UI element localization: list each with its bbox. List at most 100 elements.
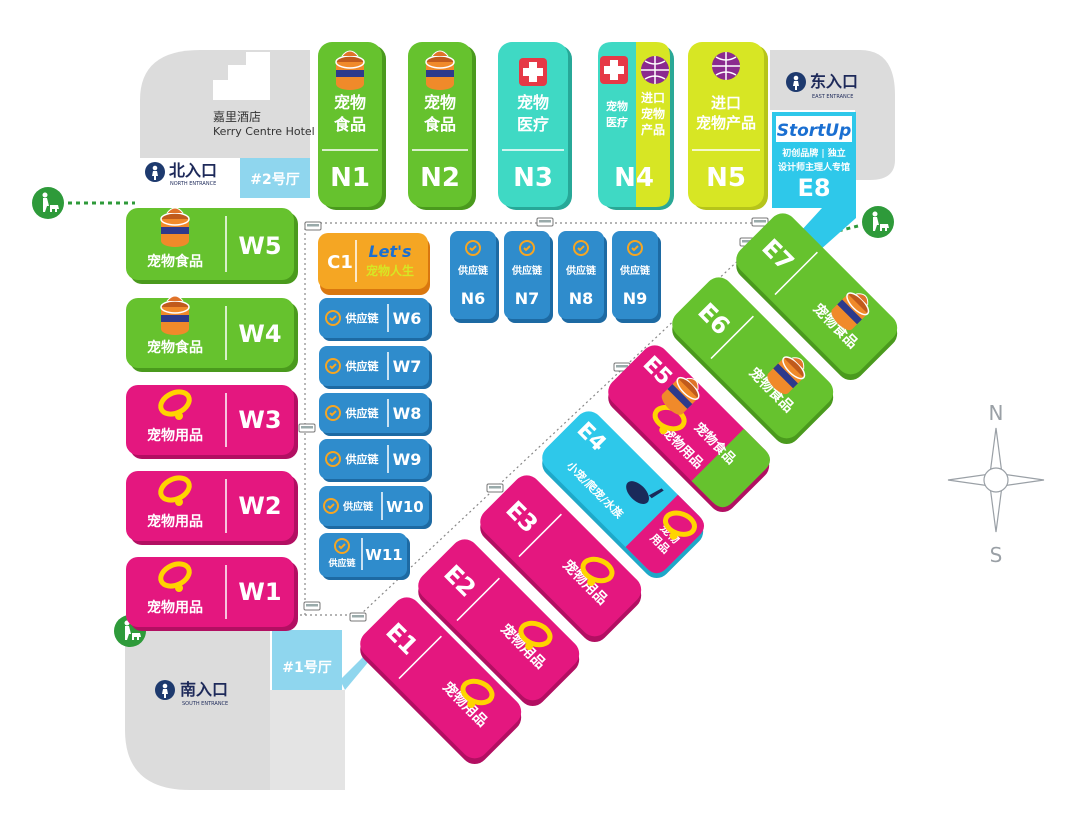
hall-N5[interactable]: 进口 宠物产品 N5 [688,42,768,210]
medical-cross-icon [519,58,547,86]
hall-W7[interactable]: 供应链 W7 [319,346,432,389]
hall-category-label: 供应链 [345,452,380,466]
hall-W4[interactable]: 宠物食品 W4 [126,295,298,372]
hall-1[interactable]: #1号厅 [272,630,370,690]
hall-W9[interactable]: 供应链 W9 [319,439,432,482]
hall-2[interactable]: #2号厅 [240,158,310,198]
hall-N3[interactable]: 宠物 医疗 N3 [498,42,572,210]
hall-1-label: #1号厅 [282,660,331,676]
compass-north: N [989,401,1004,425]
hall-category-label: 进口 [641,90,665,105]
walking-person-icon [786,72,806,92]
hall-N7[interactable]: 供应链 N7 [504,231,553,323]
east-entrance[interactable]: 东入口 EAST ENTRANCE [786,72,858,100]
hall-category-label: 供应链 [565,264,597,277]
hall-code: W9 [393,450,422,469]
hall-category-label: 宠物用品 [147,599,203,616]
hall-category-label: 宠物 [641,106,665,121]
shuttle-bus-icon [304,221,322,231]
dog-walker-icon [862,206,894,238]
hall-code: W4 [238,320,281,348]
hall-code: E8 [797,174,830,202]
hall-W5[interactable]: 宠物食品 W5 [126,207,298,284]
globe-import-icon [711,51,741,81]
compass-south: S [990,543,1003,567]
compass-icon: N S [947,401,1045,567]
hall-E1[interactable]: E1 宠物用品 [352,592,530,770]
hall-code: N5 [706,163,746,193]
hall-C1[interactable]: C1 Let's 宠物人生 [318,233,430,295]
shuttle-bus-icon [349,612,367,622]
hall-code: C1 [327,252,353,273]
walking-person-icon [155,680,175,700]
hall-code: W2 [238,492,281,520]
shuttle-bus-icon [298,423,316,433]
hall-code: W8 [393,404,422,423]
south-entrance-en: SOUTH ENTRANCE [182,701,228,707]
hall-W8[interactable]: 供应链 W8 [319,393,432,436]
shuttle-bus-icon [486,483,504,493]
walking-person-icon [145,162,165,182]
hall-W6[interactable]: 供应链 W6 [319,298,432,341]
hall-category-label: 医疗 [606,115,628,129]
hall-code: W3 [238,406,281,434]
dog-walker-icon [32,187,64,219]
hall-W11[interactable]: 供应链 W11 [319,533,410,580]
hall-W3[interactable]: 宠物用品 W3 [126,385,298,459]
hall-category-label: 宠物 [334,93,366,112]
hotel-name-en: Kerry Centre Hotel [213,125,315,138]
hall-category-label: 宠物用品 [147,427,203,444]
hall-category-label: 宠物食品 [147,253,203,270]
hall-2-label: #2号厅 [250,172,299,188]
hall-code: N9 [623,289,648,308]
startup-line2: 设计师主理人专馆 [778,161,850,173]
east-entrance-en: EAST ENTRANCE [812,94,853,100]
rabbit-icon [626,481,664,504]
hall-N4[interactable]: 宠物 医疗 进口 宠物 产品 N4 [598,42,674,210]
hall-code: N1 [330,163,370,193]
hall-W2[interactable]: 宠物用品 W2 [126,471,298,545]
hall-N2[interactable]: 宠物 食品 N2 [408,42,476,210]
south-entrance-cn: 南入口 [180,680,228,699]
hall-category-label: 供应链 [345,359,380,373]
hall-E8[interactable]: StortUp 初创品牌 | 独立 设计师主理人专馆 E8 [772,112,856,250]
north-entrance[interactable]: 北入口 NORTH ENTRANCE [140,158,240,187]
hall-code: N4 [614,163,654,193]
hall-category-label: 供应链 [327,557,356,569]
hall-E2[interactable]: E2 宠物用品 [410,534,588,712]
hall-code: N2 [420,163,460,193]
hall-E3[interactable]: E3 宠物用品 [472,470,650,648]
hall-code: W5 [238,232,281,260]
c1-logo-sub: 宠物人生 [366,263,414,278]
hall-E6[interactable]: E6 宠物食品 [664,272,842,450]
hall-N1[interactable]: 宠物 食品 N1 [318,42,386,210]
medical-cross-icon [600,56,628,84]
hall-category-label: 宠物食品 [147,339,203,356]
hall-category-label: 宠物 [424,93,456,112]
hall-W1[interactable]: 宠物用品 W1 [126,557,298,631]
hall-code: W10 [386,498,423,516]
hall-category-label: 进口 [711,94,741,112]
hall-code: W6 [393,309,422,328]
hall-N9[interactable]: 供应链 N9 [612,231,661,323]
hall-category-label: 食品 [333,115,366,134]
hall-category-label: 供应链 [457,264,489,277]
hall-category-label: 供应链 [511,264,543,277]
hall-category-label: 宠物 [606,99,628,113]
hall-N8[interactable]: 供应链 N8 [558,231,607,323]
hall-W10[interactable]: 供应链 W10 [319,486,432,529]
hall-code: W1 [238,578,281,606]
south-entrance[interactable]: 南入口 SOUTH ENTRANCE [155,680,228,707]
north-entrance-cn: 北入口 [169,161,217,180]
north-entrance-en: NORTH ENTRANCE [170,181,216,187]
hall-category-label: 宠物用品 [147,513,203,530]
globe-import-icon [640,55,670,85]
hall-N6[interactable]: 供应链 N6 [450,231,499,323]
hall-code: N8 [569,289,594,308]
hall-E7[interactable]: E7 宠物食品 [728,208,906,386]
hall-code: N6 [461,289,486,308]
hall-category-label: 供应链 [345,406,380,420]
hall-code: W7 [393,357,422,376]
hall-E5[interactable]: E5 宠物用品 宠物食品 [600,340,778,518]
